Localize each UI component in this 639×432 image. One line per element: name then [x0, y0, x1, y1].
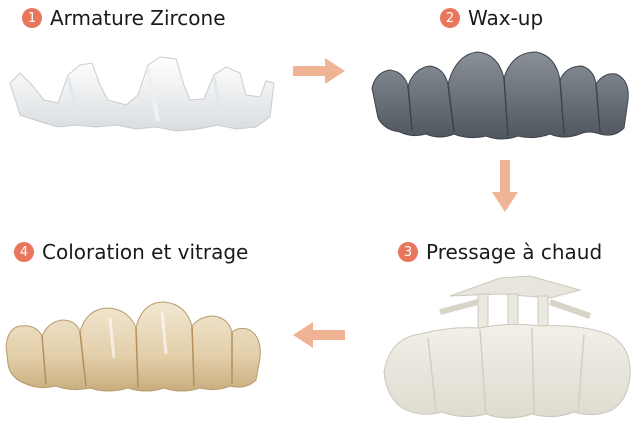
stained-glazed-image — [5, 301, 261, 392]
zirconia-framework-image — [9, 56, 275, 132]
arrow-right-icon — [293, 58, 345, 84]
arrow-left-icon — [293, 322, 345, 348]
step-2-badge: 2 — [440, 8, 460, 28]
wax-up-image — [371, 51, 629, 140]
step-4-title: Coloration et vitrage — [42, 240, 249, 264]
hot-pressed-image — [383, 275, 631, 419]
step-2-title: Wax-up — [468, 6, 544, 30]
step-3-badge: 3 — [398, 242, 418, 262]
step-4-label: 4 Coloration et vitrage — [14, 240, 248, 264]
step-4-badge: 4 — [14, 242, 34, 262]
step-2-label: 2 Wax-up — [440, 6, 543, 30]
step-1-badge: 1 — [22, 8, 42, 28]
step-1-title: Armature Zircone — [50, 6, 226, 30]
arrow-down-icon — [492, 160, 518, 212]
step-3-label: 3 Pressage à chaud — [398, 240, 602, 264]
step-3-title: Pressage à chaud — [426, 240, 603, 264]
step-1-label: 1 Armature Zircone — [22, 6, 226, 30]
